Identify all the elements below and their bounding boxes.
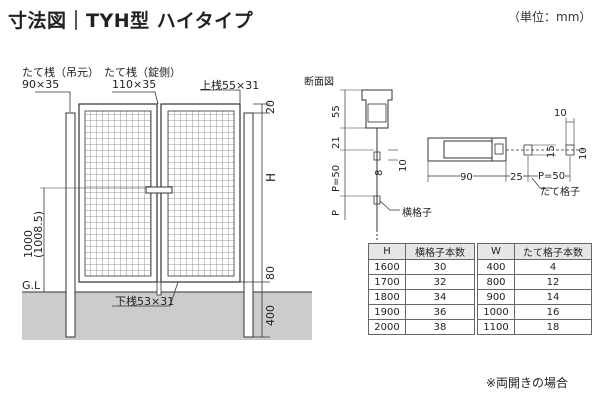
unit-note: （単位：mm） — [508, 10, 592, 24]
label-bottom-rail: 下桟53×31 — [115, 295, 175, 308]
label-top-rail: 上桟55×31 — [200, 79, 260, 92]
table-cell: 1800 — [368, 289, 406, 305]
dim-15-label: 15 — [546, 145, 557, 158]
footnote: ※両開きの場合 — [486, 376, 569, 390]
table-cell: 14 — [514, 289, 592, 305]
page-title: 寸法図｜TYH型 ハイタイプ — [8, 10, 254, 32]
label-horizontal-bar: 横格子 — [402, 208, 432, 219]
table-cell: 36 — [405, 304, 475, 320]
label-post-hinge: たて桟（吊元） — [22, 66, 99, 79]
dim-10-top-label: 10 — [554, 108, 567, 119]
table-cell: 900 — [477, 289, 515, 305]
leader-post-hinge — [35, 91, 71, 112]
label-post-hinge-size: 90×35 — [22, 78, 60, 91]
table-cell: 1900 — [368, 304, 406, 320]
table-cell: 32 — [405, 274, 475, 290]
dim-55-label: 55 — [331, 105, 342, 118]
dim-p-label: P — [331, 209, 342, 216]
dim-p50-right-label: P=50 — [538, 171, 566, 182]
dim-8-label: 8 — [374, 169, 385, 176]
label-post-latch-size: 110×35 — [112, 78, 157, 91]
table-cell: 12 — [514, 274, 592, 290]
leader-bottom-rail — [112, 281, 179, 307]
table-cell: 30 — [405, 259, 475, 275]
table-cell: 38 — [405, 319, 475, 335]
label-vertical-bar: たて格子 — [540, 187, 580, 198]
dim-10-right-label: 10 — [578, 147, 589, 160]
section-title: 断面図 — [304, 77, 334, 88]
table-cell: 16 — [514, 304, 592, 320]
table-cell: 400 — [477, 259, 515, 275]
table-header-row: W たて格子本数 — [477, 243, 592, 260]
dim-25-label: 25 — [510, 172, 523, 183]
leader-post-latch — [112, 91, 159, 105]
label-post-latch: たて桟（錠側） — [104, 66, 181, 79]
table-cell: 4 — [514, 259, 592, 275]
table-cell: 2000 — [368, 319, 406, 335]
table-cell: 1700 — [368, 274, 406, 290]
latch-handle — [145, 186, 173, 194]
label-ground: G.L — [22, 279, 41, 292]
table-cell: 18 — [514, 319, 592, 335]
dim-1008-label: (1008.5) — [32, 210, 45, 258]
table-header-h: H — [368, 243, 406, 260]
door-right-mesh — [167, 110, 235, 277]
table-cell: 34 — [405, 289, 475, 305]
dim-21-label: 21 — [331, 136, 342, 149]
drop-rod — [156, 281, 162, 296]
table-cell: 800 — [477, 274, 515, 290]
dim-80-label: 80 — [264, 266, 277, 280]
dim-20-label: 20 — [264, 100, 277, 114]
post-left — [65, 112, 76, 338]
table-cell: 1000 — [477, 304, 515, 320]
dim-10-label: 10 — [398, 159, 409, 172]
table-cell: 1600 — [368, 259, 406, 275]
dim-h-label: H — [264, 172, 278, 182]
post-right — [243, 112, 254, 338]
table-header-count: たて格子本数 — [514, 243, 592, 260]
table-cell: 1100 — [477, 319, 515, 335]
dim-90-label: 90 — [460, 172, 473, 183]
table-header-count: 横格子本数 — [405, 243, 475, 260]
dim-p50-label: P=50 — [331, 164, 342, 192]
table-header-w: W — [477, 243, 515, 260]
door-left-mesh — [84, 110, 152, 277]
table-header-row: H 横格子本数 — [368, 243, 475, 260]
leader-top-rail — [200, 89, 241, 106]
dim-400-label: 400 — [264, 305, 277, 326]
